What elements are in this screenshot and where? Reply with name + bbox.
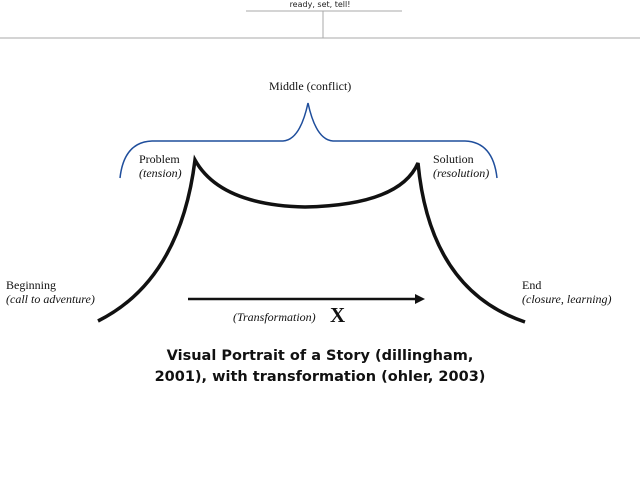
middle-brace (119, 102, 498, 179)
problem-label: Problem(tension) (139, 152, 182, 180)
caption-line-1: Visual Portrait of a Story (dillingham, (166, 348, 474, 364)
beginning-label: Beginning(call to adventure) (6, 278, 95, 306)
problem-sub: (tension) (139, 166, 182, 180)
x-marker: X (330, 303, 346, 327)
solution-sub: (resolution) (433, 166, 490, 180)
end-title: End (522, 278, 542, 292)
story-arc (97, 154, 526, 324)
problem-title: Problem (139, 152, 180, 166)
solution-label: Solution(resolution) (433, 152, 489, 180)
end-label: End(closure, learning) (522, 278, 612, 306)
middle-label: Middle (conflict) (269, 79, 352, 93)
transformation-label: (Transformation) (233, 310, 316, 324)
beginning-sub: (call to adventure) (6, 292, 95, 306)
end-sub: (closure, learning) (522, 292, 612, 306)
beginning-title: Beginning (6, 278, 56, 292)
arrow-head-icon (415, 294, 425, 304)
header-title: ready, set, tell! (289, 0, 351, 9)
caption-line-2: 2001), with transformation (ohler, 2003) (154, 369, 486, 385)
solution-title: Solution (433, 152, 474, 166)
caption: Visual Portrait of a Story (dillingham, 2… (120, 346, 520, 388)
